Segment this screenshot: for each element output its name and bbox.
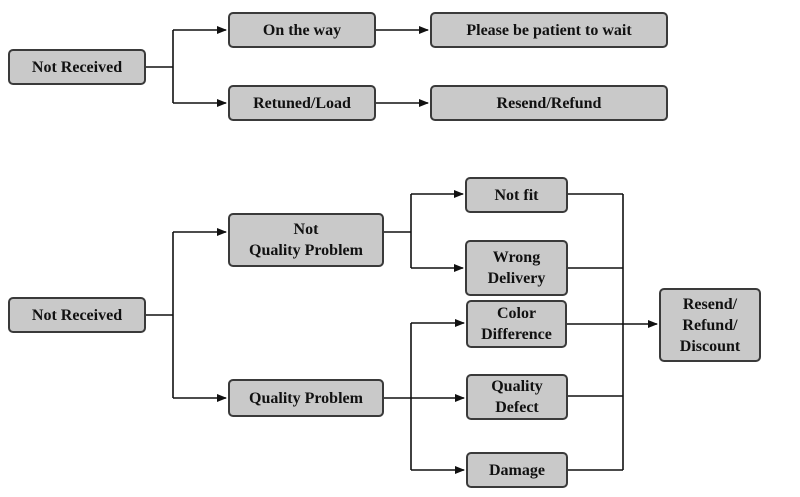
node-returned-load: Retuned/Load: [228, 85, 376, 121]
node-on-the-way: On the way: [228, 12, 376, 48]
node-resend-refund: Resend/Refund: [430, 85, 668, 121]
node-wrong-delivery: Wrong Delivery: [465, 240, 568, 296]
node-please-be-patient: Please be patient to wait: [430, 12, 668, 48]
node-quality-defect: Quality Defect: [466, 374, 568, 420]
node-not-received-top: Not Received: [8, 49, 146, 85]
node-damage: Damage: [466, 452, 568, 488]
node-quality-problem: Quality Problem: [228, 379, 384, 417]
node-not-quality-problem: Not Quality Problem: [228, 213, 384, 267]
node-not-fit: Not fit: [465, 177, 568, 213]
node-not-received-bottom: Not Received: [8, 297, 146, 333]
node-resend-refund-discount: Resend/ Refund/ Discount: [659, 288, 761, 362]
node-color-difference: Color Difference: [466, 300, 567, 348]
